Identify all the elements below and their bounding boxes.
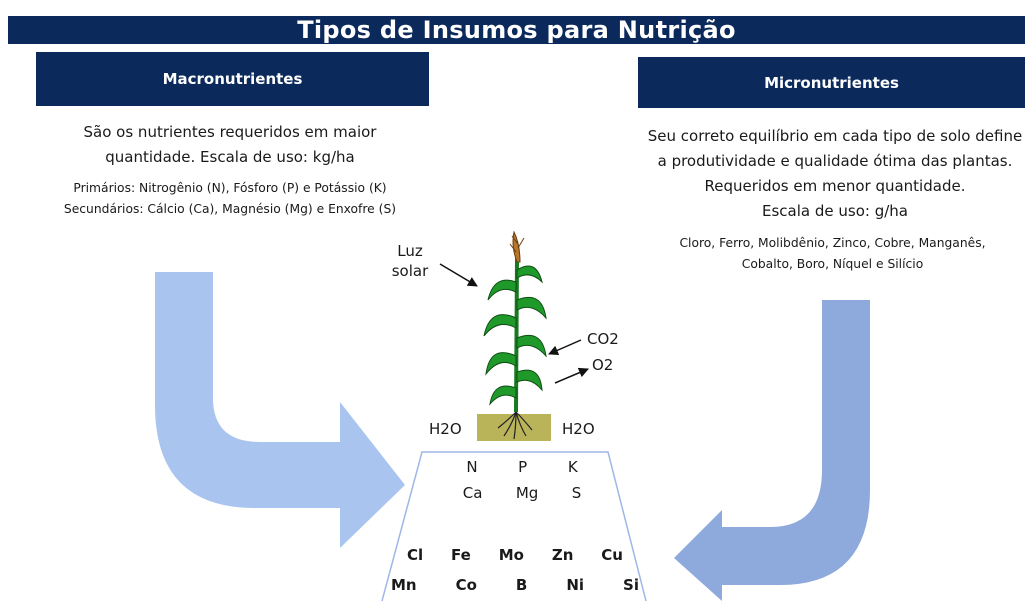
macronutrientes-header-label: Macronutrientes <box>162 70 303 88</box>
nutrient-p: P <box>518 458 528 476</box>
macronutrientes-header: Macronutrientes <box>36 52 429 106</box>
nutrient-zn: Zn <box>551 546 574 564</box>
co2-arrow <box>548 339 582 355</box>
page-title: Tipos de Insumos para Nutrição <box>297 16 736 44</box>
luz-solar-label: Luz solar <box>382 241 438 281</box>
soil-trapezoid <box>381 451 647 601</box>
micro-flow-arrow <box>674 300 870 601</box>
h2o-right-label: H2O <box>562 420 595 438</box>
micro-line-3: Requeridos em menor quantidade. <box>704 177 966 195</box>
macro-secundarios: Secundários: Cálcio (Ca), Magnésio (Mg) … <box>63 202 397 216</box>
nutrient-si: Si <box>623 576 639 594</box>
nutrient-mo: Mo <box>498 546 524 564</box>
macro-details: Primários: Nitrogênio (N), Fósforo (P) e… <box>10 178 450 220</box>
macro-line-1: São os nutrientes requeridos em maior <box>83 123 377 141</box>
nutrient-k: K <box>567 458 578 476</box>
macro-line-2: quantidade. Escala de uso: kg/ha <box>105 148 355 166</box>
micro-list-1: Cloro, Ferro, Molibdênio, Zinco, Cobre, … <box>679 236 986 250</box>
micro-description: Seu correto equilíbrio em cada tipo de s… <box>630 124 1025 224</box>
nutrient-ca: Ca <box>462 484 483 502</box>
nutrient-fe: Fe <box>451 546 471 564</box>
corn-plant-icon <box>483 230 547 413</box>
luz-solar-arrow <box>439 263 478 287</box>
luz-solar-line-2: solar <box>391 262 429 280</box>
micro-nutrients-row-2: Mn Co B Ni Si <box>391 576 639 594</box>
co2-label: CO2 <box>587 330 619 348</box>
macro-flow-arrow <box>155 272 405 548</box>
title-bar <box>8 16 1025 44</box>
nutrient-cl: Cl <box>407 546 424 564</box>
micro-details: Cloro, Ferro, Molibdênio, Zinco, Cobre, … <box>640 233 1025 275</box>
nutrient-co: Co <box>455 576 477 594</box>
nutrient-mn: Mn <box>391 576 417 594</box>
primary-nutrients-row: N P K <box>446 458 598 476</box>
nutrient-cu: Cu <box>601 546 623 564</box>
o2-label: O2 <box>592 356 614 374</box>
nutrient-s: S <box>571 484 582 502</box>
roots-icon <box>497 411 533 440</box>
macro-primarios: Primários: Nitrogênio (N), Fósforo (P) e… <box>73 181 387 195</box>
micro-line-4: Escala de uso: g/ha <box>762 202 908 220</box>
nutrient-mg: Mg <box>515 484 539 502</box>
o2-arrow <box>554 367 589 384</box>
luz-solar-line-1: Luz <box>397 242 423 260</box>
micronutrientes-header-label: Micronutrientes <box>764 73 899 92</box>
macro-description: São os nutrientes requeridos em maior qu… <box>30 120 430 170</box>
micro-line-2: a produtividade e qualidade ótima das pl… <box>657 152 1013 170</box>
micronutrientes-header: Micronutrientes <box>638 57 1025 108</box>
micro-line-1: Seu correto equilíbrio em cada tipo de s… <box>647 127 1023 145</box>
secondary-nutrients-row: Ca Mg S <box>446 484 598 502</box>
micro-nutrients-row-1: Cl Fe Mo Zn Cu <box>407 546 623 564</box>
nutrient-n: N <box>466 458 478 476</box>
micro-list-2: Cobalto, Boro, Níquel e Silício <box>741 257 924 271</box>
nutrient-b: B <box>515 576 528 594</box>
nutrient-ni: Ni <box>566 576 585 594</box>
h2o-left-label: H2O <box>429 420 462 438</box>
